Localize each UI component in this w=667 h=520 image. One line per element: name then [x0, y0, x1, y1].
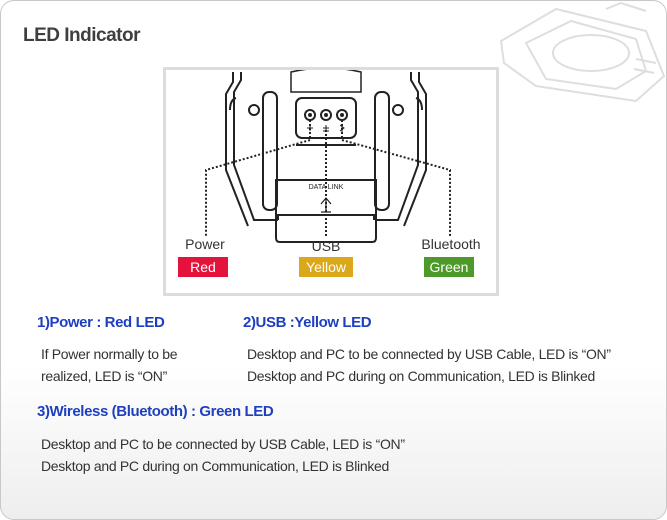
power-label: Power	[185, 236, 225, 252]
power-led-description: If Power normally to be realized, LED is…	[41, 343, 178, 387]
power-led-heading: 1)Power : Red LED	[37, 314, 165, 331]
red-led-badge: Red	[178, 257, 228, 277]
bluetooth-desc-line: Desktop and PC during on Communication, …	[41, 458, 389, 474]
device-port-drawing: DATA LINK	[205, 70, 451, 243]
usb-label: USB	[311, 238, 341, 254]
power-desc-line: realized, LED is “ON”	[41, 368, 167, 384]
power-desc-line: If Power normally to be	[41, 346, 178, 362]
yellow-led-badge: Yellow	[299, 257, 353, 277]
bluetooth-led-heading: 3)Wireless (Bluetooth) : Green LED	[37, 403, 274, 420]
bluetooth-led-description: Desktop and PC to be connected by USB Ca…	[41, 433, 405, 477]
usb-desc-line: Desktop and PC during on Communication, …	[247, 368, 595, 384]
device-diagram: DATA LINK Power USB Bluetooth Red Yellow…	[163, 67, 499, 296]
bluetooth-desc-line: Desktop and PC to be connected by USB Ca…	[41, 436, 405, 452]
green-led-badge: Green	[424, 257, 474, 277]
bluetooth-label: Bluetooth	[421, 236, 481, 252]
usb-desc-line: Desktop and PC to be connected by USB Ca…	[247, 346, 611, 362]
page-title: LED Indicator	[23, 25, 141, 46]
device-illustration-icon	[499, 1, 666, 103]
usb-led-description: Desktop and PC to be connected by USB Ca…	[247, 343, 611, 387]
usb-led-heading: 2)USB :Yellow LED	[243, 314, 372, 331]
